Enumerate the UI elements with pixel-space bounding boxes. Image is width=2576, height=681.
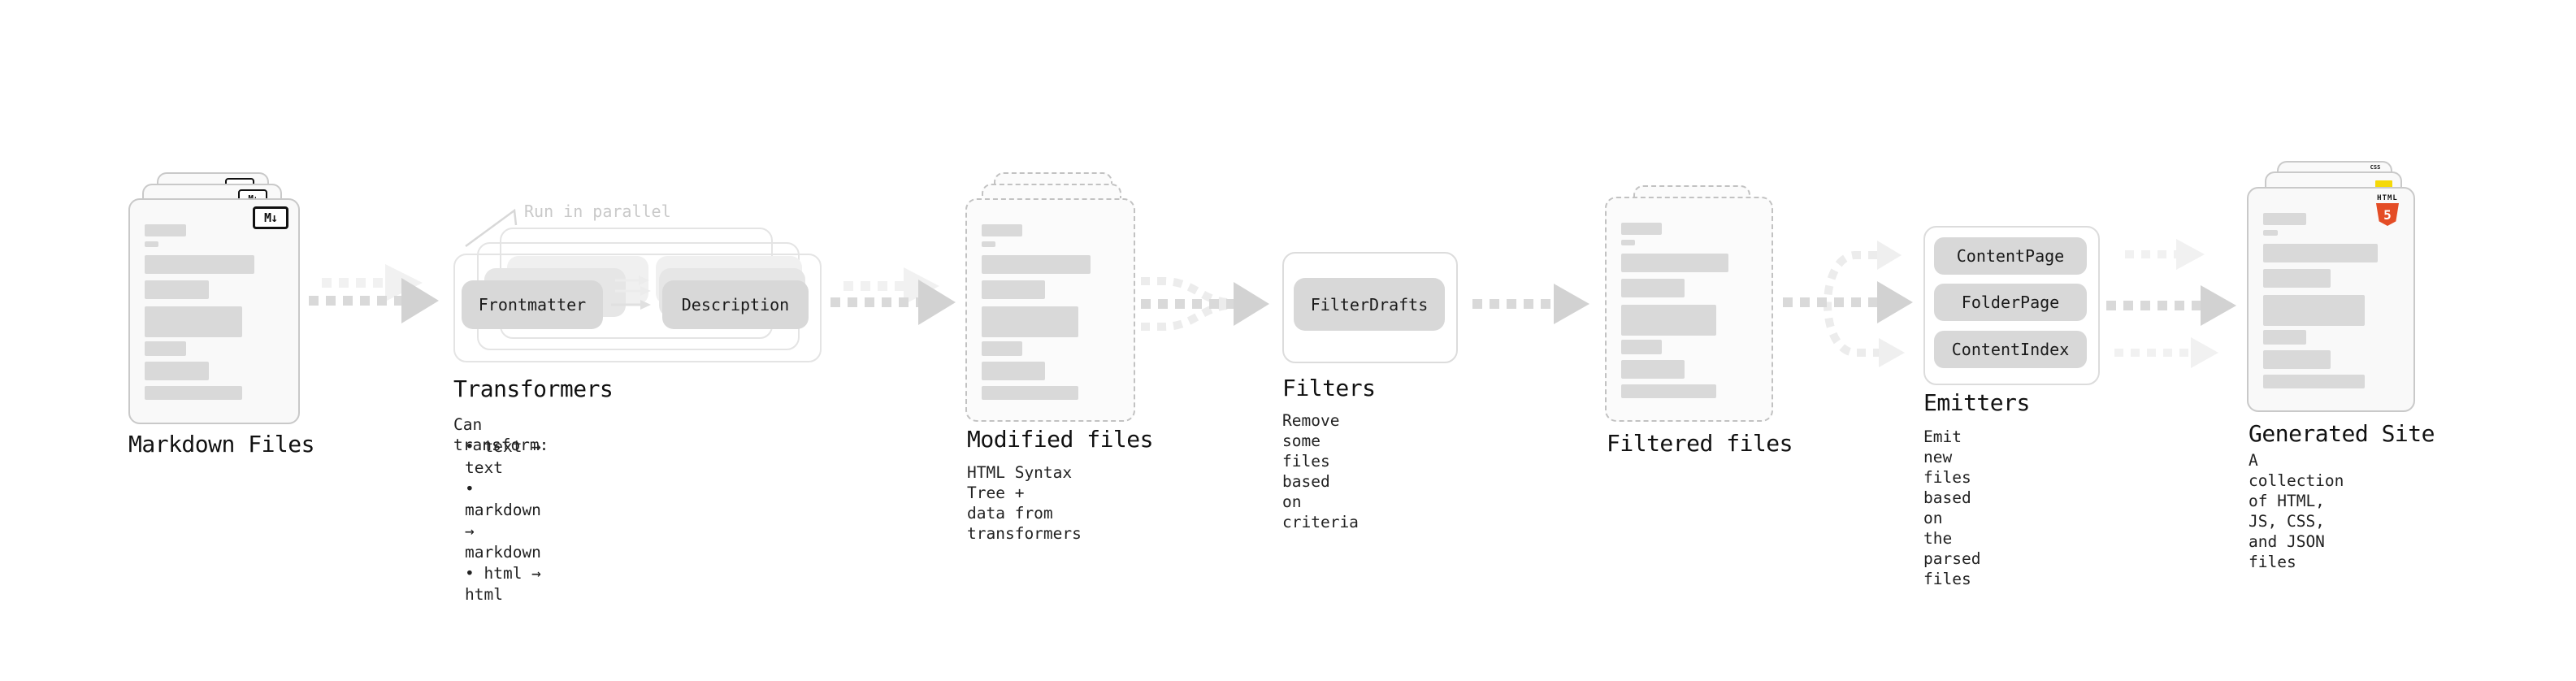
emitters-title: Emitters: [1923, 389, 2030, 416]
html5-icon: HTML 5: [2371, 194, 2404, 226]
markdown-icon: M↓: [253, 206, 288, 229]
content-bar: [982, 224, 1023, 236]
description-box: Description: [662, 280, 809, 329]
modified-file-card: [965, 198, 1135, 422]
content-bar: [2263, 213, 2306, 225]
doc-content-bars: [982, 224, 1117, 400]
markdown-files-title: Markdown Files: [128, 431, 315, 458]
content-bar: [145, 280, 210, 299]
content-bar: [145, 362, 210, 380]
run-in-parallel-label: Run in parallel: [524, 202, 671, 221]
filterdrafts-box: FilterDrafts: [1294, 278, 1445, 331]
html5-number: 5: [2383, 206, 2392, 223]
doc-content-bars: [2263, 213, 2379, 388]
content-bar: [2263, 350, 2331, 369]
generated-site-title: Generated Site: [2249, 420, 2435, 447]
content-bar: [1621, 279, 1685, 297]
arrow-filtered-to-emitters: [1783, 241, 1913, 367]
content-bar: [2263, 295, 2365, 326]
content-bar: [2263, 269, 2331, 288]
modified-files-title: Modified files: [967, 426, 1154, 453]
arrow-markdown-to-transformers: [309, 264, 439, 323]
content-bar: [982, 362, 1046, 380]
filters-caption: Remove some files based on criteria: [1282, 411, 1359, 531]
content-bar: [982, 341, 1023, 356]
transformers-title: Transformers: [453, 375, 614, 402]
doc-content-bars: [145, 224, 282, 400]
content-bar: [2263, 244, 2379, 262]
content-bar: [982, 306, 1078, 337]
content-bar: [982, 280, 1046, 299]
contentindex-box: ContentIndex: [1934, 331, 2087, 368]
bullet-item: • text → text: [465, 437, 541, 477]
filtered-files-title: Filtered files: [1607, 430, 1793, 457]
filters-title: Filters: [1282, 375, 1376, 401]
content-bar: [982, 386, 1078, 400]
contentpage-box: ContentPage: [1934, 237, 2087, 275]
html5-label: HTML: [2377, 194, 2398, 202]
folderpage-box: FolderPage: [1934, 284, 2087, 321]
arrow-transformers-to-modified: [830, 267, 956, 325]
content-bar: [1621, 384, 1717, 398]
arrow-filters-to-filtered: [1472, 284, 1589, 324]
markdown-file-card: M↓: [128, 198, 300, 424]
html5-shield: 5: [2376, 203, 2399, 226]
content-bar: [1621, 340, 1662, 354]
doc-content-bars: [1621, 223, 1755, 398]
content-bar: [145, 341, 186, 356]
generated-file-card: HTML 5: [2247, 187, 2415, 412]
transformers-bullet-list: • text → text • markdown → markdown • ht…: [465, 436, 541, 605]
content-bar: [145, 255, 255, 274]
content-bar: [2263, 330, 2306, 345]
bullet-item: • html → html: [465, 564, 541, 604]
content-bar: [1621, 360, 1685, 379]
content-bar: [145, 224, 186, 236]
transformers-caption-heading: Can transform:: [453, 415, 549, 454]
arrow-modified-to-filters: [1141, 277, 1269, 331]
content-bar: [1621, 223, 1662, 235]
content-bar: [2263, 230, 2278, 236]
content-bar: [145, 306, 242, 337]
content-bar: [145, 241, 158, 247]
content-bar: [1621, 305, 1717, 336]
content-bar: [145, 386, 242, 400]
parallel-layer-front: [453, 254, 822, 362]
content-bar: [1621, 254, 1728, 272]
content-bar: [982, 241, 995, 247]
bullet-item: • markdown → markdown: [465, 479, 541, 562]
content-bar: [1621, 240, 1635, 245]
emitters-caption: Emit new files based on the parsed files: [1923, 427, 1981, 588]
modified-files-caption: HTML Syntax Tree + data from transformer…: [967, 463, 1082, 543]
css-label: CSS: [2370, 164, 2381, 171]
content-bar: [2263, 375, 2365, 388]
content-bar: [982, 255, 1091, 274]
arrow-emitters-to-generated: [2106, 239, 2236, 368]
frontmatter-box: Frontmatter: [462, 280, 603, 329]
filtered-file-card: [1605, 197, 1773, 422]
generated-site-caption: A collection of HTML, JS, CSS, and JSON …: [2249, 451, 2344, 571]
